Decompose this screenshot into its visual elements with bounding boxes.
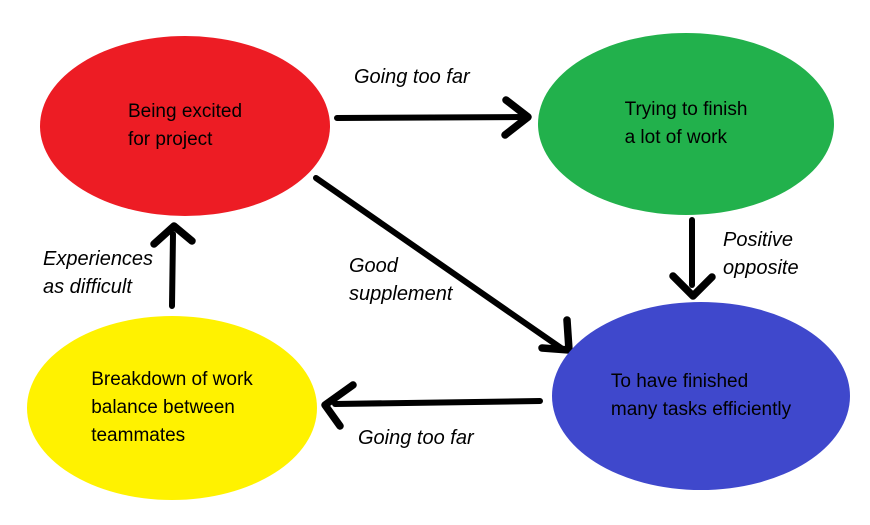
edge-label-good-supplement: Good supplement (349, 252, 452, 308)
node-work-breakdown: Breakdown of work balance between teamma… (27, 316, 317, 500)
edge-label-experiences-as-difficult: Experiences as difficult (43, 245, 153, 301)
edge-label-line: Good (349, 255, 398, 277)
node-finished-tasks: To have finished many tasks efficiently (552, 302, 850, 490)
arrow-finished-to-breakdown (321, 381, 543, 430)
edge-label-line: Experiences (43, 248, 154, 270)
arrow-excited-to-trying (334, 96, 532, 139)
node-label-line: Being excited (127, 101, 243, 122)
arrow-trying-to-finished (669, 217, 716, 300)
edge-label-positive-opposite: Positive opposite (723, 226, 799, 282)
node-being-excited: Being excited for project (40, 36, 330, 216)
node-trying-to-finish-label: Trying to finish a lot of work (625, 96, 748, 152)
node-label-line: To have finished (610, 371, 749, 392)
arrow-excited-to-finished (313, 175, 573, 354)
node-work-breakdown-label: Breakdown of work balance between teamma… (91, 366, 253, 450)
edge-label-going-too-far-top: Going too far (354, 63, 470, 91)
edge-label-line: Going too far (354, 66, 470, 88)
node-label-line: for project (127, 129, 213, 150)
node-finished-tasks-label: To have finished many tasks efficiently (611, 368, 791, 424)
node-being-excited-label: Being excited for project (128, 98, 242, 154)
node-label-line: teammates (91, 425, 186, 446)
node-label-line: Breakdown of work (91, 369, 253, 390)
edge-label-line: Positive (723, 229, 794, 251)
edge-label-line: Going too far (358, 427, 474, 449)
node-label-line: many tasks efficiently (610, 399, 792, 420)
node-label-line: Trying to finish (624, 99, 748, 120)
arrow-breakdown-to-excited (150, 222, 196, 309)
edge-label-line: opposite (723, 257, 799, 279)
node-label-line: balance between (91, 397, 235, 418)
node-trying-to-finish: Trying to finish a lot of work (538, 33, 834, 215)
edge-label-line: supplement (349, 283, 453, 305)
edge-label-line: as difficult (43, 276, 132, 298)
node-label-line: a lot of work (624, 127, 728, 148)
edge-label-going-too-far-bottom: Going too far (358, 424, 474, 452)
